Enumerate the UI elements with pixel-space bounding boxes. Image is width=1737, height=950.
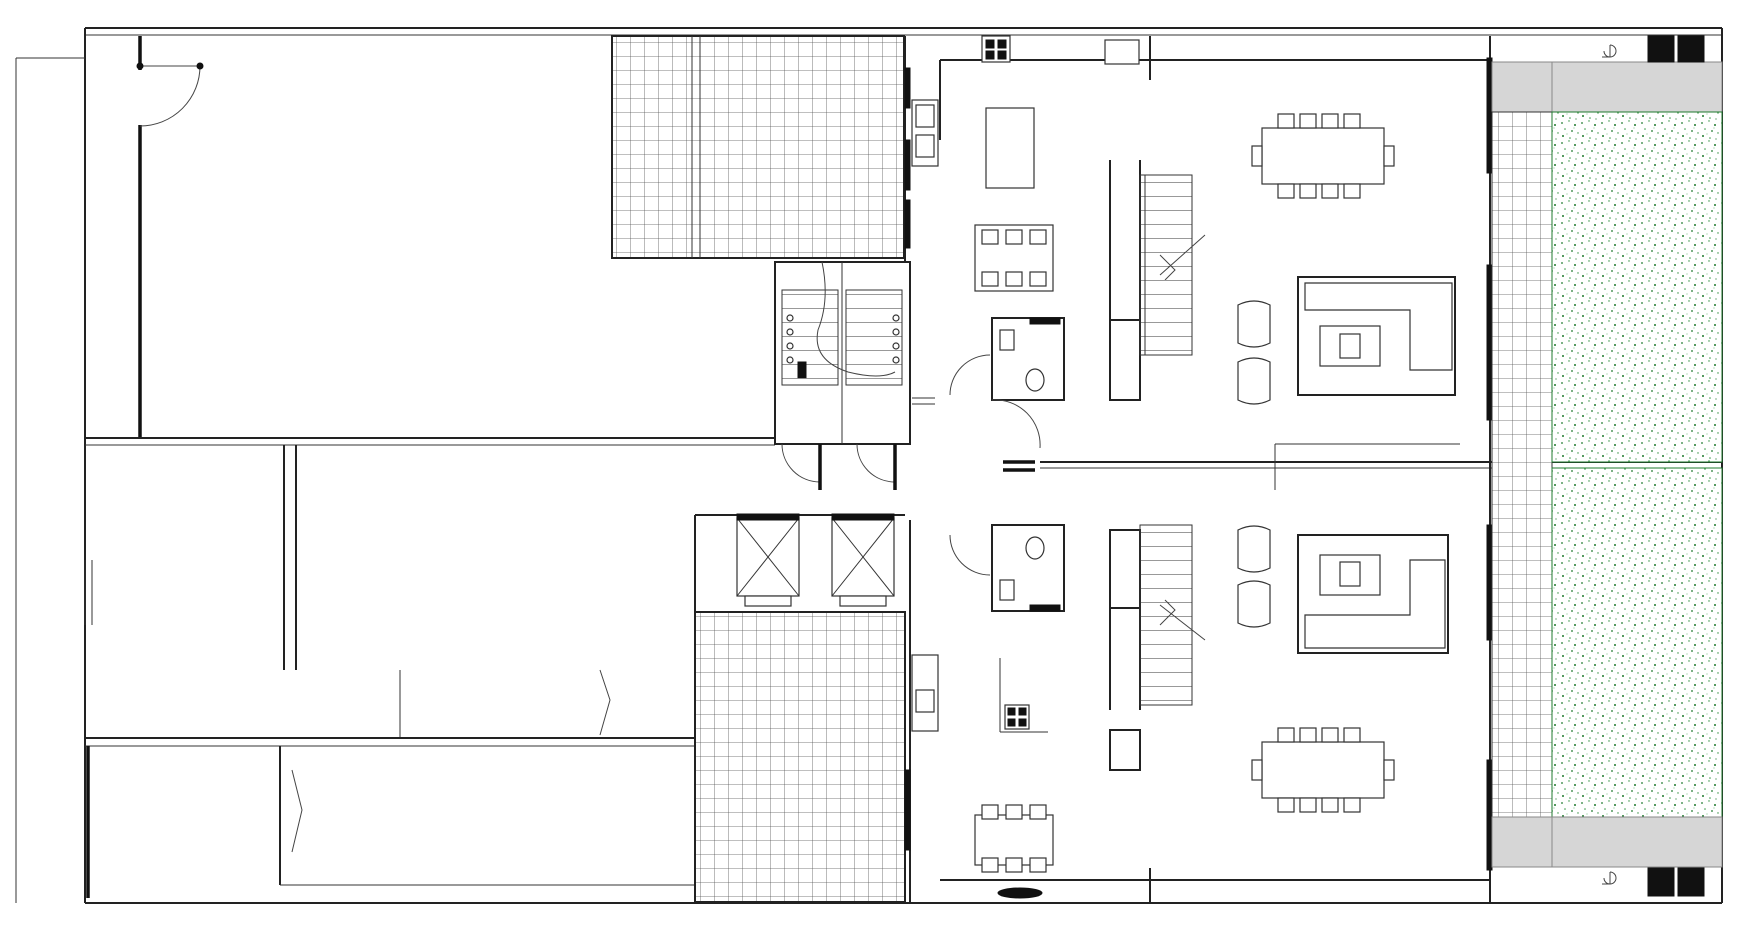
- wc-room: [991, 317, 1065, 401]
- lower-unit: [736, 513, 1449, 899]
- dining-table-large-south: [1261, 741, 1385, 799]
- garden-strip: [1491, 35, 1723, 897]
- laundry-units: [736, 513, 895, 607]
- sofa-set-south: [1297, 534, 1449, 654]
- tiled-terrace-south: [694, 611, 906, 903]
- upper-unit: [911, 35, 1456, 449]
- tiled-terrace-north: [611, 35, 905, 259]
- door-swing-icon: [139, 65, 201, 127]
- sofa-set-north: [1297, 276, 1456, 396]
- main-stair-south: [1109, 524, 1206, 771]
- stair-arrow-icon: [1159, 234, 1206, 281]
- north-arrow-icon: [1602, 44, 1617, 58]
- service-stair-core: [774, 261, 911, 490]
- main-stair-north: [1109, 160, 1206, 401]
- kitchen-island: [985, 107, 1035, 189]
- left-zone: [84, 36, 775, 898]
- window-marks: [904, 57, 1493, 871]
- lounge-chairs-south: [1237, 525, 1271, 628]
- lounge-chairs-north: [1237, 300, 1271, 405]
- wc-room-south: [991, 524, 1065, 612]
- dining-table-large: [1261, 127, 1385, 185]
- party-walls: [694, 36, 1722, 903]
